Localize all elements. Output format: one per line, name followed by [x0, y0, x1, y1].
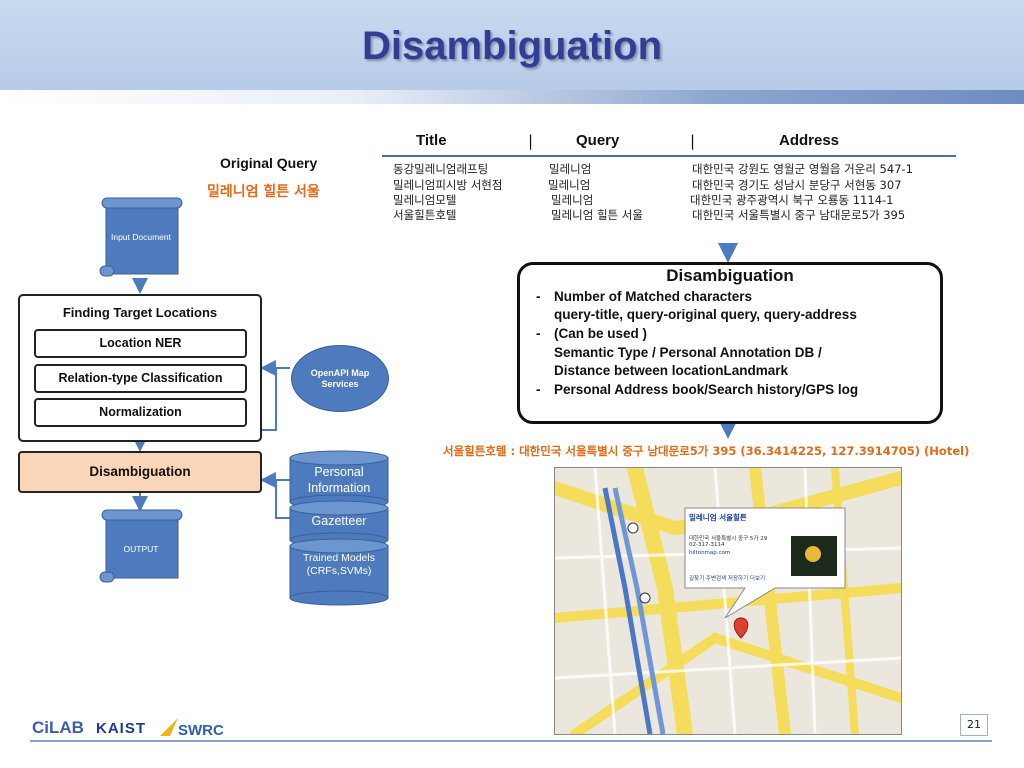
map-popup-phone: 02-317-3114: [689, 542, 725, 548]
row-query: 밀레니엄 힐튼 서울: [551, 208, 643, 222]
slide-title: Disambiguation: [361, 24, 663, 68]
bullet: -: [536, 382, 541, 397]
criteria-item: (Can be used ): [554, 326, 648, 341]
gazetteer-db: Gazetteer: [311, 514, 367, 528]
resource-database-stack: [289, 450, 389, 606]
criteria-subitem: Semantic Type / Personal Annotation DB /: [554, 345, 822, 360]
header-stripe: [0, 90, 1024, 104]
bullet: -: [536, 326, 541, 341]
criteria-subitem: query-title, query-original query, query…: [554, 307, 857, 322]
column-separator: |: [690, 132, 696, 150]
row-address: 대한민국 강원도 영월군 영월읍 거운리 547-1: [692, 162, 913, 176]
row-query: 밀레니엄: [548, 178, 591, 192]
row-query: 밀레니엄: [549, 162, 592, 176]
map-popup-address: 대한민국 서울특별시 중구 5가 29: [689, 536, 768, 542]
panel-title: Disambiguation: [666, 266, 794, 285]
disambiguation-criteria-panel: [517, 262, 943, 424]
disambiguation-result: 서울힐튼호텔 : 대한민국 서울특별시 중구 남대문로5가 395 (36.34…: [443, 444, 970, 458]
output-document-shape: OUTPUT: [96, 508, 186, 584]
location-ner-step: Location NER: [34, 329, 247, 358]
original-query-label: Original Query: [220, 155, 318, 171]
personal-information-db: Personal Information: [307, 465, 371, 495]
bullet: -: [536, 289, 541, 304]
row-title: 밀레니엄피시방 서현점: [393, 178, 503, 192]
row-title: 밀레니엄모텔: [393, 193, 457, 207]
criteria-item: Number of Matched characters: [554, 289, 753, 304]
table-header-divider: [382, 155, 956, 157]
row-title: 동강밀레니엄래프팅: [393, 162, 489, 176]
row-address: 대한민국 광주광역시 북구 오룡동 1114-1: [690, 193, 894, 207]
row-query: 밀레니엄: [551, 193, 594, 207]
map-popup-url: hiltonmap.com: [689, 550, 731, 556]
map-popup-links: 길찾기 주변검색 저장하기 더보기: [689, 576, 766, 582]
trained-models-db: Trained Models (CRFs,SVMs): [303, 552, 375, 577]
footer-divider: [30, 740, 992, 742]
header-band: [0, 0, 1024, 92]
column-header-title: Title: [416, 132, 447, 149]
criteria-item: Personal Address book/Search history/GPS…: [554, 382, 859, 397]
kaist-logo: KAIST: [96, 720, 146, 737]
input-document-label: Input Document: [110, 232, 171, 242]
page-number: 21: [960, 714, 988, 736]
swrc-logo: SWRC: [178, 722, 224, 739]
cilab-logo: CiLAB: [32, 718, 84, 737]
map-popup-name: 밀레니엄 서울힐튼: [689, 513, 747, 522]
column-header-address: Address: [779, 132, 840, 149]
input-document-shape: Input Document: [96, 196, 186, 280]
normalization-step: Normalization: [34, 398, 247, 427]
openapi-label: OpenAPI Map Services: [310, 367, 370, 389]
column-separator: |: [528, 132, 534, 150]
output-document-label: OUTPUT: [123, 544, 159, 554]
original-query-value: 밀레니엄 힐튼 서울: [207, 184, 320, 200]
openapi-map-services: OpenAPI Map Services: [291, 345, 389, 412]
row-address: 대한민국 서울특별시 중구 남대문로5가 395: [692, 208, 906, 222]
row-address: 대한민국 경기도 성남시 분당구 서현동 307: [692, 178, 902, 192]
criteria-subitem: Distance between locationLandmark: [554, 363, 789, 378]
map-graphic: [555, 468, 901, 734]
relation-classification-step: Relation-type Classification: [34, 364, 247, 393]
column-header-query: Query: [576, 132, 620, 149]
swrc-logo-mark: [160, 718, 178, 736]
disambiguation-step: Disambiguation: [18, 451, 262, 493]
row-title: 서울힐튼호텔: [393, 208, 457, 222]
finding-target-locations-title: Finding Target Locations: [62, 305, 218, 320]
map-view[interactable]: 밀레니엄 서울힐튼 대한민국 서울특별시 중구 5가 29 02-317-311…: [554, 467, 902, 735]
